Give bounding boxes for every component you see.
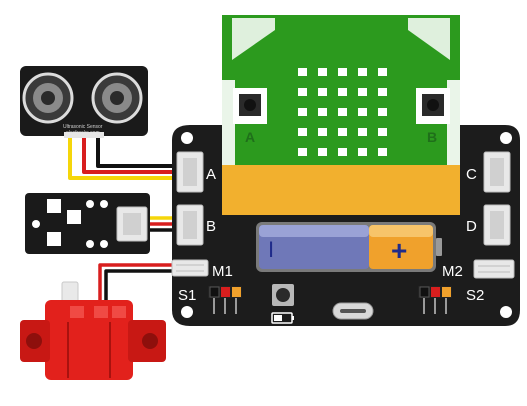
ultrasonic-sensor: Ultrasonic Sensor elecfreaks.com — [20, 66, 148, 138]
mount-hole — [181, 132, 193, 144]
port-label-m2: M2 — [442, 263, 463, 280]
ultrasonic-sensor-label: Ultrasonic Sensor — [63, 124, 103, 130]
port-label-b: B — [206, 218, 216, 235]
mount-hole — [500, 132, 512, 144]
port-connector-d — [483, 204, 511, 246]
port-connector-m1 — [171, 259, 209, 277]
port-label-s1: S1 — [178, 287, 196, 304]
battery-level-icon — [271, 312, 294, 324]
ultrasonic-wires — [68, 132, 185, 180]
port-connector-c — [483, 151, 511, 193]
battery-minus-sign: I — [268, 237, 274, 262]
servo-header-s1 — [208, 286, 242, 314]
obstacle-sensor-module — [25, 193, 150, 254]
servo-header-s2 — [418, 286, 452, 314]
battery: I + — [256, 222, 442, 272]
microbit-button-b-label: B — [427, 129, 437, 145]
servo-motor — [20, 281, 166, 380]
port-label-c: C — [466, 166, 477, 183]
port-label-s2: S2 — [466, 287, 484, 304]
port-connector-b — [176, 204, 204, 246]
port-connector-a — [176, 151, 204, 193]
microbit-button-b[interactable] — [416, 88, 450, 124]
microbit-button-a-label: A — [245, 129, 255, 145]
usb-c-port — [332, 302, 374, 320]
port-label-m1: M1 — [212, 263, 233, 280]
battery-plus-sign: + — [391, 235, 407, 266]
mount-hole — [181, 306, 193, 318]
servo-wires — [98, 263, 185, 300]
mount-hole — [500, 306, 512, 318]
port-label-a: A — [206, 166, 216, 183]
microbit-button-a[interactable] — [233, 88, 267, 124]
power-button[interactable] — [272, 284, 294, 306]
port-label-d: D — [466, 218, 477, 235]
led-matrix — [298, 68, 387, 156]
port-connector-m2 — [473, 259, 515, 279]
